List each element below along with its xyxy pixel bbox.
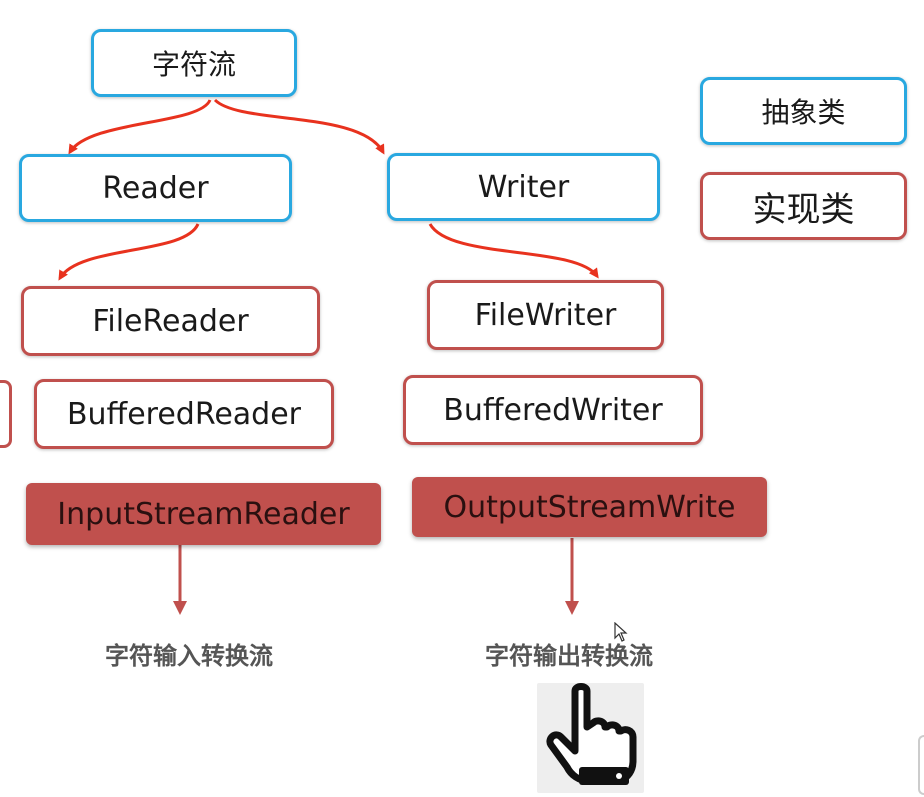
arrow-reader-to-filereader — [58, 223, 200, 281]
partial-box-left — [0, 380, 12, 448]
legend-concrete-label: 实现类 — [752, 189, 855, 230]
caption-input-converter: 字符输入转换流 — [105, 642, 273, 670]
arrow-root-to-writer — [213, 98, 385, 155]
legend-abstract-label: 抽象类 — [761, 96, 846, 129]
reader-node: Reader — [19, 154, 292, 222]
bufferedreader-label: BufferedReader — [66, 396, 302, 432]
legend-abstract: 抽象类 — [700, 77, 907, 145]
filewriter-label: FileWriter — [474, 297, 617, 333]
root-node: 字符流 — [91, 29, 297, 97]
inputstreamreader-label: InputStreamReader — [57, 496, 350, 532]
pointing-hand-icon — [537, 683, 644, 793]
outputstreamwriter-label: OutputStreamWrite — [443, 489, 736, 525]
reader-label: Reader — [102, 170, 209, 206]
filewriter-node: FileWriter — [427, 280, 664, 350]
caption-output-converter: 字符输出转换流 — [485, 642, 653, 670]
legend-concrete: 实现类 — [700, 172, 907, 240]
bufferedwriter-label: BufferedWriter — [443, 392, 663, 428]
bufferedreader-node: BufferedReader — [34, 379, 334, 449]
writer-label: Writer — [477, 169, 570, 205]
filereader-node: FileReader — [21, 286, 320, 356]
outputstreamwriter-node: OutputStreamWrite — [412, 477, 767, 537]
bufferedwriter-node: BufferedWriter — [403, 375, 703, 445]
inputstreamreader-node: InputStreamReader — [26, 483, 381, 545]
writer-node: Writer — [387, 153, 660, 221]
filereader-label: FileReader — [92, 303, 249, 339]
mouse-cursor-icon — [614, 622, 628, 642]
root-label: 字符流 — [151, 48, 236, 81]
partial-box-right — [918, 735, 924, 795]
arrow-writer-to-filewriter — [428, 223, 599, 279]
arrow-root-to-reader — [68, 99, 212, 155]
